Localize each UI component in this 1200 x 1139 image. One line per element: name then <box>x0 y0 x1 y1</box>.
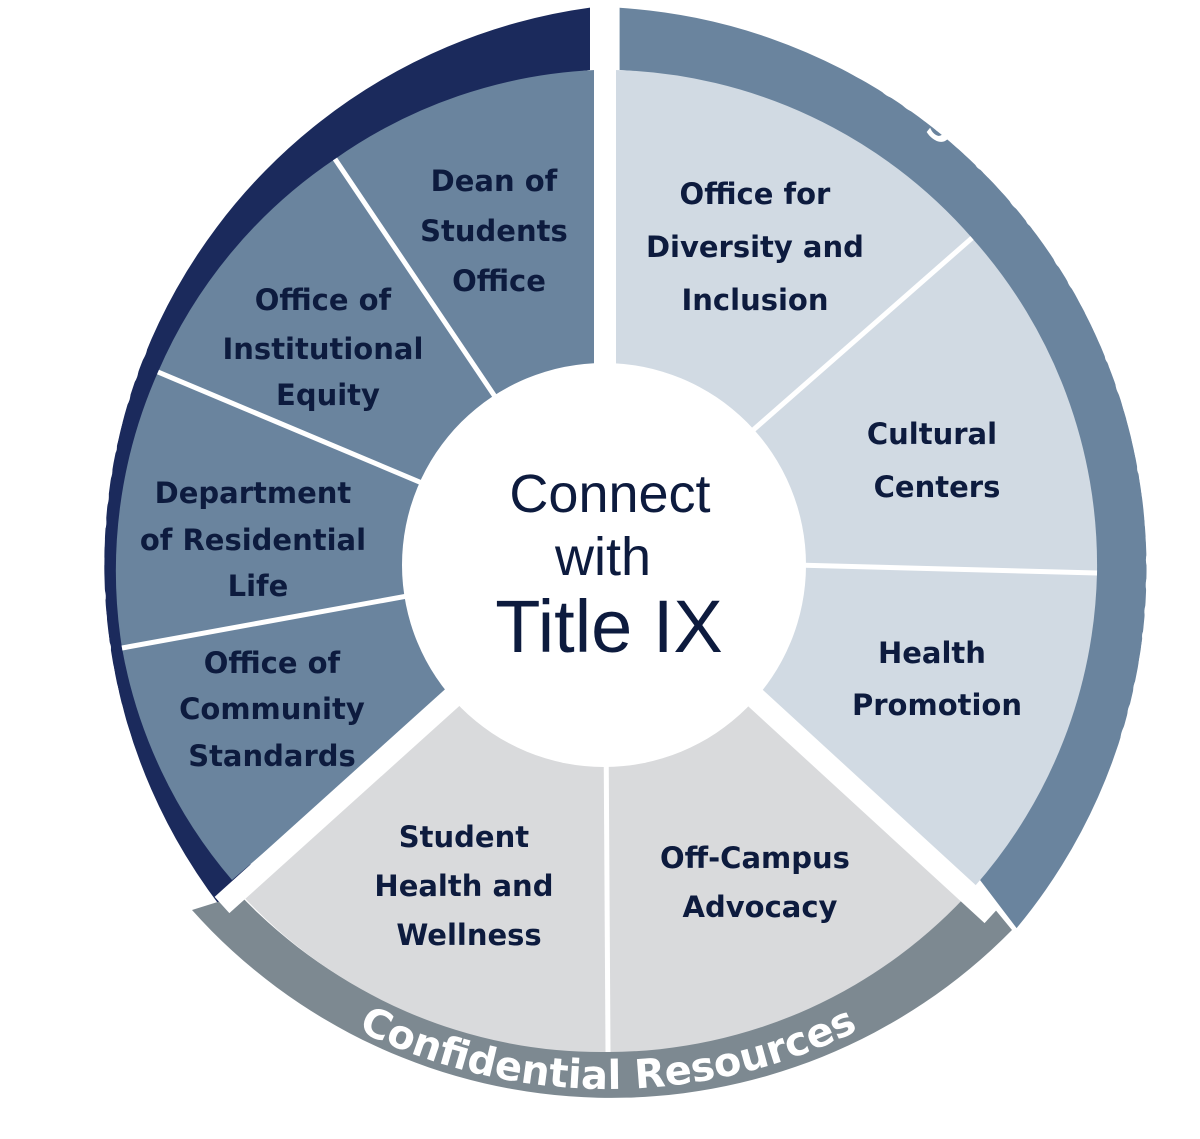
center-circle <box>402 363 806 767</box>
label-office-for-diversity-and-inclusion: Office for Diversity and Inclusion <box>646 177 874 317</box>
label-off-campus-advocacy: Off-Campus Advocacy <box>660 841 860 924</box>
label-student-health-and-wellness: Student Health and Wellness <box>374 820 563 952</box>
label-department-of-residential-life: Department of Residential Life <box>140 476 376 603</box>
center-line-title-ix: Title IX <box>495 585 723 668</box>
label-cultural-centers: Cultural Centers <box>867 417 1007 504</box>
designated-confidential-resources-ring <box>619 7 1147 929</box>
label-office-of-institutional-equity: Office of Institutional Equity <box>223 283 434 412</box>
label-office-of-community-standards: Office of Community Standards <box>179 646 375 773</box>
private-resources-ring <box>104 7 590 916</box>
label-dean-of-students-office: Dean of Students Office <box>420 164 578 298</box>
center-line-connect: Connect <box>509 464 710 524</box>
label-health-promotion: Health Promotion <box>852 636 1022 722</box>
center-line-with: with <box>554 527 651 587</box>
confidential-resources-ring <box>192 885 1012 1098</box>
